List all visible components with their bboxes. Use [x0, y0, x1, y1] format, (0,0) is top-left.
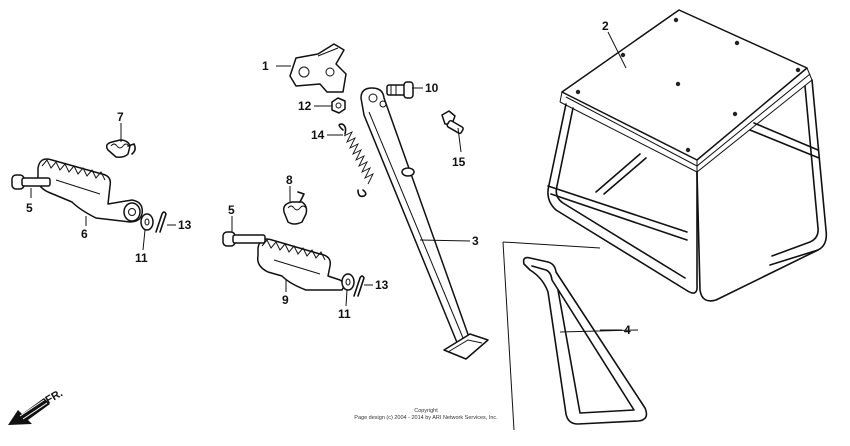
front-direction-arrow: FR.: [8, 387, 65, 425]
part-7-spring[interactable]: [105, 139, 136, 158]
arrow-icon: [8, 398, 50, 425]
part-13-cotter-pin-right[interactable]: [353, 275, 365, 297]
callout-2: 2: [602, 19, 609, 33]
callout-9: 9: [282, 293, 289, 307]
callout-12: 12: [298, 99, 312, 113]
part-9-footpeg-right[interactable]: [256, 238, 345, 291]
direction-label: FR.: [44, 387, 65, 406]
part-2-work-stand[interactable]: [547, 9, 828, 302]
callout-15: 15: [452, 155, 466, 169]
part-13-cotter-pin-left[interactable]: [155, 211, 167, 233]
part-11-washer-right[interactable]: [341, 273, 355, 291]
part-14-spring[interactable]: [338, 123, 375, 198]
part-10-pivot-bolt[interactable]: [386, 81, 414, 99]
callout-10: 10: [425, 81, 439, 95]
callout-4: 4: [624, 323, 631, 337]
callout-11-left: 11: [135, 251, 148, 265]
part-15-bolt[interactable]: [441, 110, 464, 135]
part-5-pin-right[interactable]: [222, 231, 266, 247]
part-11-washer-left[interactable]: [140, 213, 154, 231]
callout-1: 1: [262, 59, 269, 73]
part-8-spring[interactable]: [282, 191, 308, 225]
callout-5-left: 5: [26, 201, 33, 215]
copyright-line-2: Page design (c) 2004 - 2014 by ARI Netwo…: [354, 415, 498, 421]
callout-14: 14: [311, 128, 325, 142]
copyright-line-1: Copyright: [414, 408, 438, 414]
leader-lines: [30, 31, 627, 331]
callout-11-right: 11: [338, 307, 351, 321]
callout-3: 3: [472, 234, 479, 248]
callout-5-right: 5: [228, 203, 235, 217]
part-5-pin-left[interactable]: [11, 174, 51, 190]
part-6-footpeg-left[interactable]: [36, 158, 144, 223]
copyright-notice: Copyright Page design (c) 2004 - 2014 by…: [320, 408, 532, 422]
callout-13-left: 13: [178, 218, 192, 232]
part-4-triangle-stand[interactable]: [502, 241, 648, 431]
callout-13-right: 13: [375, 278, 389, 292]
part-1-bracket[interactable]: [289, 43, 347, 93]
part-3-side-stand[interactable]: [360, 87, 489, 360]
callout-8: 8: [286, 173, 293, 187]
callout-7: 7: [117, 110, 124, 124]
callout-labels: 1 2 3 4 5 5 6 7 8 9 10 11 11 12 13 13 14…: [26, 19, 631, 337]
callout-6: 6: [81, 227, 88, 241]
part-12-nut[interactable]: [331, 97, 346, 114]
